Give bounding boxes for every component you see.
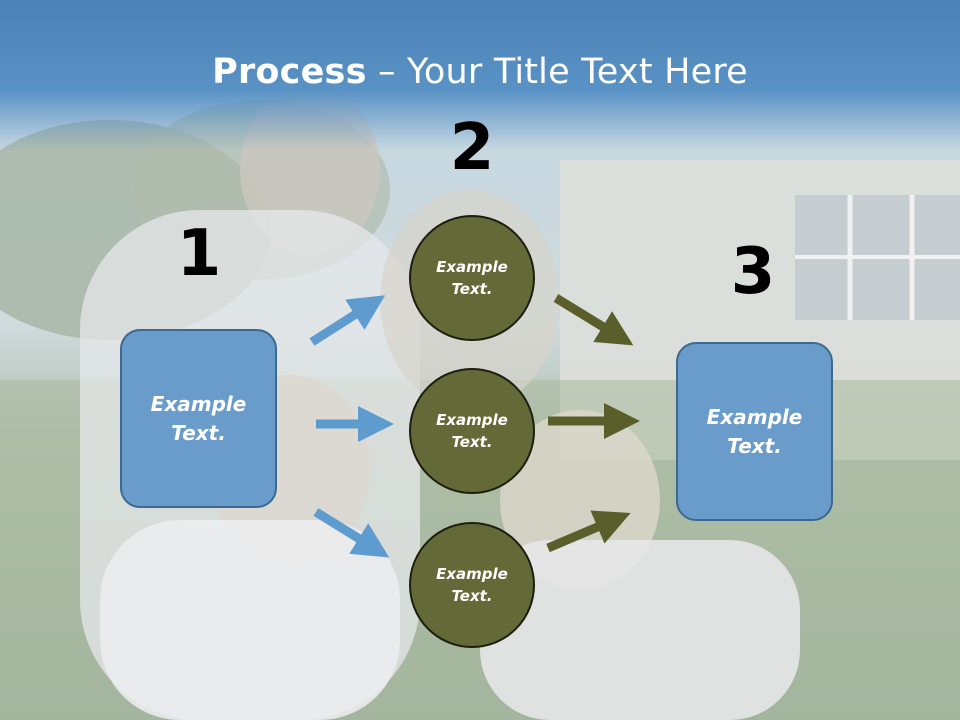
circle-middle-line-1: Example xyxy=(436,410,508,429)
circle-top-line-1: Example xyxy=(436,257,508,276)
arrow-from-top-circle xyxy=(553,294,634,346)
slide-title: Process – Your Title Text Here xyxy=(0,52,960,92)
circle-bottom-line-2: Text. xyxy=(451,587,493,605)
left-box-line-1: Example xyxy=(150,391,247,416)
left-box-line-2: Text. xyxy=(171,420,226,445)
right-box-line-2: Text. xyxy=(727,433,782,458)
arrow-from-bottom-circle xyxy=(546,510,631,553)
step-number-1: 1 xyxy=(176,217,222,291)
step-number-3: 3 xyxy=(730,235,776,309)
arrow-to-bottom-circle xyxy=(313,508,390,558)
title-band xyxy=(0,0,960,150)
step-number-2: 2 xyxy=(449,111,495,185)
arrow-to-top-circle xyxy=(309,295,386,346)
circle-bottom-line-1: Example xyxy=(436,564,508,583)
title-rest: – Your Title Text Here xyxy=(366,52,748,92)
right-box-line-1: Example xyxy=(706,404,803,429)
circle-middle-line-2: Text. xyxy=(451,433,493,451)
title-bold: Process xyxy=(212,52,367,92)
circle-top-line-2: Text. xyxy=(451,280,493,298)
